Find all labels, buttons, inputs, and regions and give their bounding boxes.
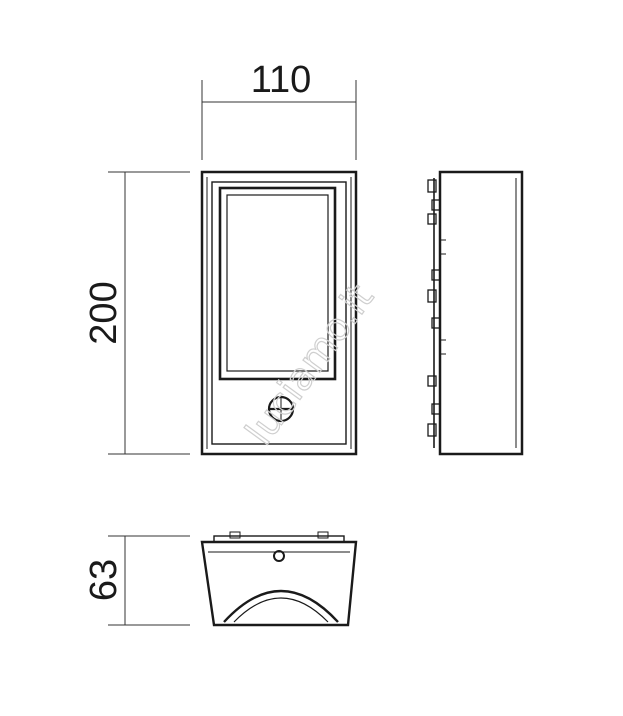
top-sensor-icon <box>273 550 285 562</box>
side-body <box>438 170 524 456</box>
top-view <box>200 531 358 627</box>
side-clips <box>427 179 441 437</box>
top-tab-right <box>317 531 329 539</box>
side-view <box>427 170 524 456</box>
diffuser-window-inner <box>226 194 329 372</box>
width-label: 110 <box>251 59 312 101</box>
height-dimension <box>108 171 190 455</box>
top-mount-strip <box>213 535 345 543</box>
sensor-icon <box>267 395 295 423</box>
top-lens-inner <box>233 597 329 623</box>
height-label: 200 <box>83 281 125 344</box>
front-plate <box>211 181 347 445</box>
top-tab-left <box>229 531 241 539</box>
width-dimension <box>201 80 357 160</box>
front-view <box>200 170 358 456</box>
side-vents <box>440 239 446 355</box>
top-body <box>200 540 358 627</box>
front-outer-frame <box>200 170 358 456</box>
depth-label: 63 <box>83 559 125 601</box>
watermark: luciamo.it <box>237 276 382 453</box>
top-lens-outer <box>223 589 339 623</box>
depth-dimension <box>108 535 190 626</box>
diffuser-window-outer <box>218 186 337 381</box>
